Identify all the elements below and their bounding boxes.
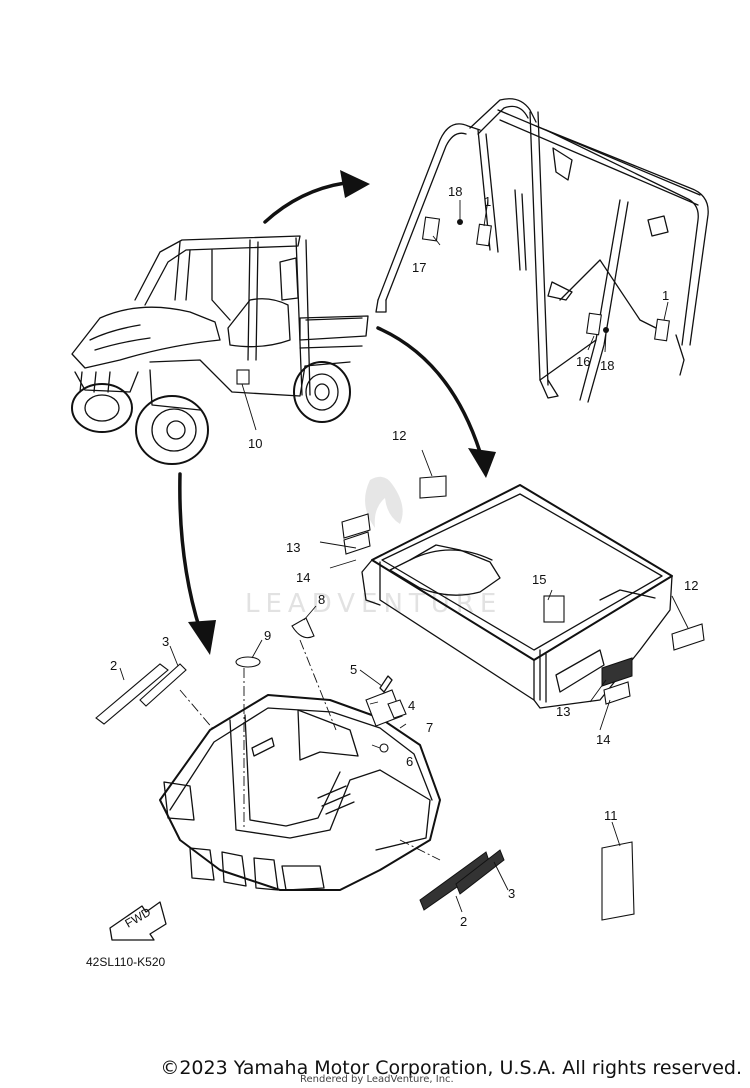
fwd-arrow-icon: FWD [109,901,167,941]
vehicle-overview [71,235,369,465]
callout-label: 16 [576,354,590,369]
callout-label: 3 [162,634,169,649]
callouts: 1 1 2 2 3 3 4 5 6 7 8 9 10 11 12 12 13 1… [110,184,698,929]
callout-label: 15 [532,572,546,587]
callout-label: 3 [508,886,515,901]
front-hood [95,605,509,913]
callout-label: 2 [110,658,117,673]
callout-label: 13 [286,540,300,555]
callout-label: 7 [426,720,433,735]
callout-label: 12 [684,578,698,593]
callout-label: 8 [318,592,325,607]
fwd-label: FWD [123,905,154,931]
callout-label: 12 [392,428,406,443]
callout-label: 13 [556,704,570,719]
callout-label: 6 [406,754,413,769]
watermark-text: LEADVENTURE [245,589,502,619]
callout-label: 1 [484,194,491,209]
decal-11 [601,821,635,921]
callout-label: 10 [248,436,262,451]
flow-arrows [178,170,496,655]
callout-label: 5 [350,662,357,677]
diagram-code: 42SL110-K520 [86,955,166,969]
callout-label: 18 [600,358,614,373]
callout-label: 14 [296,570,310,585]
watermark: LEADVENTURE [245,476,502,619]
callout-label: 2 [460,914,467,929]
callout-label: 1 [662,288,669,303]
callout-label: 17 [412,260,426,275]
copyright-notice: ©2023 Yamaha Motor Corporation, U.S.A. A… [160,1057,742,1079]
cargo-bed [319,449,705,731]
rendered-by-notice: Rendered by LeadVenture, Inc. [300,1074,454,1085]
callout-label: 11 [604,808,618,823]
callout-label: 4 [408,698,415,713]
roll-cage [375,98,709,403]
callout-label: 9 [264,628,271,643]
callout-label: 18 [448,184,462,199]
callout-label: 14 [596,732,610,747]
